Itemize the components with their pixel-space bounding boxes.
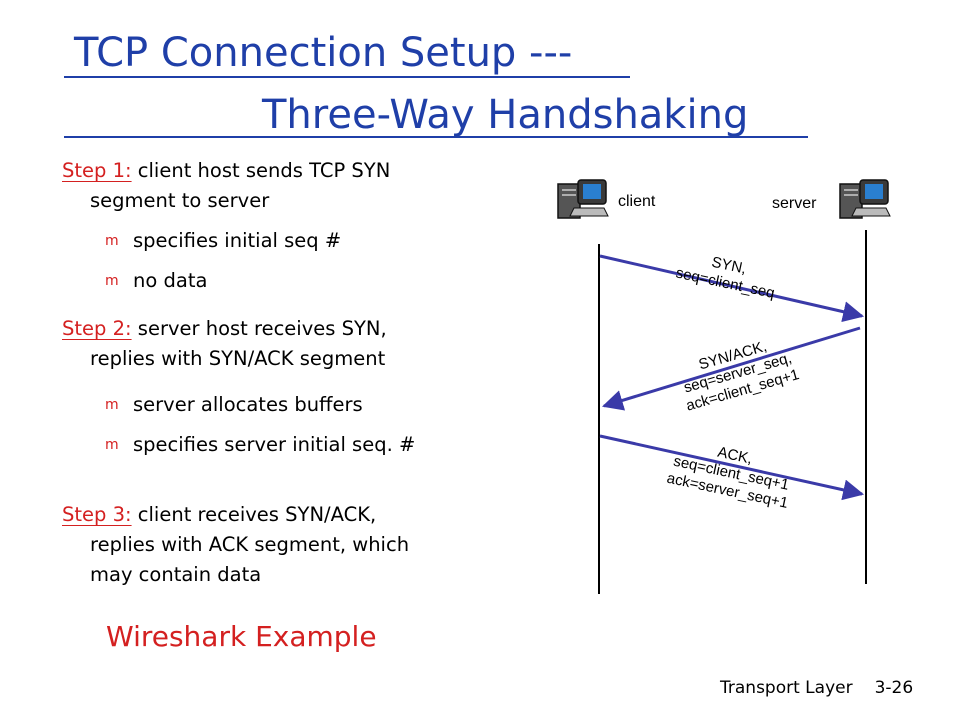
bullet-text: no data bbox=[133, 269, 208, 292]
syn-ack-message: SYN/ACK, seq=server_seq, ack=client_seq+… bbox=[682, 338, 801, 415]
step-2-text-rest: replies with SYN/ACK segment bbox=[90, 347, 386, 370]
step-3-text-rest: replies with ACK segment, which bbox=[90, 533, 410, 556]
slide-footer: Transport Layer 3-26 bbox=[720, 678, 935, 698]
footer-page-number: 3-26 bbox=[874, 678, 914, 698]
bullet-text: specifies initial seq # bbox=[133, 229, 342, 252]
footer-section: Transport Layer bbox=[720, 678, 853, 698]
bullet-marker: m bbox=[105, 437, 119, 453]
bullet-marker: m bbox=[105, 273, 119, 289]
step-3-label: Step 3: bbox=[62, 503, 132, 526]
step-1-bullet-2: m no data bbox=[105, 266, 505, 296]
step-1-text-first: client host sends TCP SYN bbox=[137, 159, 391, 182]
step-2-bullet-2: m specifies server initial seq. # bbox=[105, 430, 485, 460]
step-1-text-rest: segment to server bbox=[90, 189, 270, 212]
title-underline-1 bbox=[64, 76, 630, 78]
step-1-label: Step 1: bbox=[62, 159, 132, 182]
bullet-text: specifies server initial seq. # bbox=[133, 433, 416, 456]
step-3-text-rest-2: may contain data bbox=[90, 563, 262, 586]
step-3-text-first: client receives SYN/ACK, bbox=[137, 503, 377, 526]
ack-arrow bbox=[599, 434, 865, 501]
syn-arrow bbox=[599, 254, 865, 323]
step-3: Step 3: client receives SYN/ACK, replies… bbox=[62, 500, 502, 590]
syn-message: SYN, seq=client_seq bbox=[674, 254, 776, 302]
bullet-marker: m bbox=[105, 233, 119, 249]
syn-message-line-1: SYN, bbox=[710, 254, 748, 278]
server-computer-icon bbox=[839, 179, 891, 219]
step-2-bullet-1: m server allocates buffers bbox=[105, 390, 505, 420]
wireshark-example-label: Wireshark Example bbox=[106, 620, 377, 653]
server-label: server bbox=[772, 195, 817, 212]
title-underline-2 bbox=[64, 136, 808, 138]
step-2-label: Step 2: bbox=[62, 317, 132, 340]
slide-title-line-1: TCP Connection Setup --- bbox=[74, 30, 573, 76]
step-1-bullet-1: m specifies initial seq # bbox=[105, 226, 505, 256]
step-2-text-first: server host receives SYN, bbox=[137, 317, 387, 340]
step-2: Step 2: server host receives SYN, replie… bbox=[62, 314, 502, 374]
syn-ack-arrow bbox=[601, 326, 861, 411]
bullet-text: server allocates buffers bbox=[133, 393, 363, 416]
ack-message: ACK, seq=client_seq+1 ack=server_seq+1 bbox=[665, 444, 790, 512]
slide-title-line-2: Three-Way Handshaking bbox=[262, 92, 749, 138]
step-1: Step 1: client host sends TCP SYN segmen… bbox=[62, 156, 502, 216]
client-label: client bbox=[618, 193, 656, 210]
client-computer-icon bbox=[557, 179, 609, 219]
bullet-marker: m bbox=[105, 397, 119, 413]
ack-message-line-1: ACK, bbox=[716, 444, 754, 468]
